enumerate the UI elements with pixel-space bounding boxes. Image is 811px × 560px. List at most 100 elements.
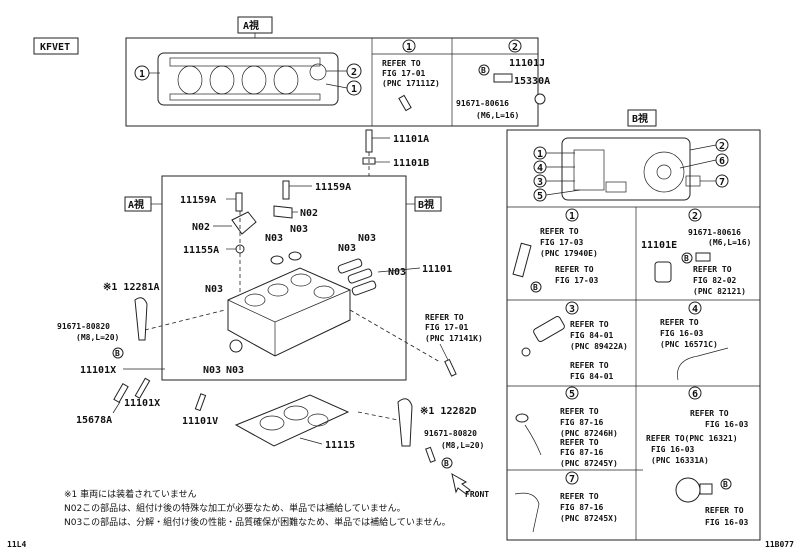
view-a-callout-1-right: 1 [325,80,362,96]
svg-text:REFER TO: REFER TO [570,320,609,329]
svg-text:(M8,L=20): (M8,L=20) [76,333,119,342]
svg-text:(M6,L=16): (M6,L=16) [476,111,519,120]
svg-text:(PNC 82121): (PNC 82121) [693,287,746,296]
label-11159A-right: 11159A [315,182,351,193]
svg-text:B: B [723,480,728,489]
label-11101X-a: 11101X [80,365,116,376]
svg-text:REFER TO: REFER TO [693,265,732,274]
view-b-detail-7: 7 REFER TO FIG 87-16 (PNC 87245X) [514,471,618,533]
view-b-detail-5: 5 REFER TO FIG 87-16 (PNC 87246H) REFER … [515,386,618,468]
svg-text:11101B: 11101B [393,158,429,169]
svg-text:(PNC 17141K): (PNC 17141K) [425,334,483,343]
view-b-detail-6: 6 REFER TO FIG 16-03 REFER TO(PNC 16321)… [646,386,749,527]
note-n02: N02この部品は、組付け後の特殊な加工が必要なため、単品では補給していません。 [64,502,406,514]
svg-text:91671-80616: 91671-80616 [456,99,509,108]
view-a-tag: A視 [243,19,259,32]
main-refer-17141K: REFER TO FIG 17-01 (PNC 17141K) [425,313,483,377]
view-b-panel: B視 1 4 3 5 2 6 7 [506,109,761,541]
view-b-detail-3: 3 REFER TO FIG 84-01 (PNC 89422A) REFER … [521,301,628,381]
svg-text:11101A: 11101A [393,134,429,145]
svg-text:11115: 11115 [325,440,355,451]
svg-text:FIG 17-01: FIG 17-01 [425,323,469,332]
svg-text:91671-80820: 91671-80820 [424,429,477,438]
svg-text:FIG 17-03: FIG 17-03 [540,238,584,247]
svg-text:REFER TO: REFER TO [555,265,594,274]
front-arrow: FRONT [451,473,489,499]
svg-text:REFER TO: REFER TO [560,438,599,447]
label-11101X-b: 11101X [124,398,160,409]
footer-right-code: 11B077 [765,540,794,549]
svg-text:B: B [115,349,120,358]
svg-text:B: B [684,254,689,263]
note-1: ※1 車両には装着されていません [64,488,197,500]
main-b-view-tag: B視 [418,198,434,211]
svg-text:(PNC 16571C): (PNC 16571C) [660,340,718,349]
label-N03-1: N03 [265,233,283,244]
svg-text:1: 1 [569,211,575,222]
svg-text:(M8,L=20): (M8,L=20) [441,441,484,450]
svg-text:(PNC 89422A): (PNC 89422A) [570,342,628,351]
label-N02-left: N02 [192,222,210,233]
svg-text:(PNC 87245X): (PNC 87245X) [560,514,618,523]
svg-text:FIG 16-03: FIG 16-03 [651,445,695,454]
label-N02-right: N02 [300,208,318,219]
svg-text:※1 12282D: ※1 12282D [420,406,477,417]
main-a-view-tag: A視 [128,198,144,211]
svg-text:91671-80616: 91671-80616 [688,228,741,237]
svg-text:FIG 84-01: FIG 84-01 [570,372,614,381]
svg-text:6: 6 [692,389,698,400]
view-b-detail-4: 4 REFER TO FIG 16-03 (PNC 16571C) [660,301,729,381]
label-N03-2: N03 [290,224,308,235]
svg-text:1: 1 [351,84,357,95]
svg-text:※1 12281A: ※1 12281A [103,282,160,293]
svg-text:(M6,L=16): (M6,L=16) [708,238,751,247]
label-11155A: 11155A [183,245,219,256]
label-11159A-left: 11159A [180,195,216,206]
svg-text:REFER TO: REFER TO [705,506,744,515]
label-N03-4: N03 [358,233,376,244]
svg-text:FIG 87-16: FIG 87-16 [560,503,604,512]
label-N03-7: N03 [203,365,221,376]
svg-text:11101J: 11101J [509,58,545,69]
svg-text:(PNC 17111Z): (PNC 17111Z) [382,79,440,88]
label-N03-6: N03 [205,284,223,295]
valve-springs [270,251,377,296]
view-a-detail-1: 1 REFER TO FIG 17-01 (PNC 17111Z) [382,39,440,112]
engine-code: KFVET [40,42,70,53]
svg-text:B: B [444,459,449,468]
main-exploded-view: A視 B視 11101A 11101B 11159A 11159A N02 N0… [57,129,489,499]
view-b-callouts: 1 4 3 5 2 6 7 [533,138,729,202]
svg-text:REFER TO(PNC 16321): REFER TO(PNC 16321) [646,434,738,443]
svg-text:(PNC 17940E): (PNC 17940E) [540,249,598,258]
svg-text:7: 7 [719,177,725,188]
svg-text:4: 4 [537,163,543,174]
svg-text:11101E: 11101E [641,240,677,251]
label-N03-3: N03 [338,243,356,254]
label-N03-5: N03 [388,267,406,278]
cylinder-head-top-view [157,52,339,106]
svg-text:REFER TO: REFER TO [560,407,599,416]
svg-text:FIG 82-02: FIG 82-02 [693,276,737,285]
svg-text:FIG 16-03: FIG 16-03 [705,420,749,429]
svg-text:REFER TO: REFER TO [382,59,421,68]
footnotes: ※1 車両には装着されていません N02この部品は、組付け後の特殊な加工が必要な… [64,488,451,528]
engine-code-box: KFVET [33,37,79,55]
view-b-tag: B視 [632,112,648,125]
svg-text:B: B [533,283,538,292]
svg-text:2: 2 [692,211,698,222]
svg-text:2: 2 [351,67,357,78]
svg-text:REFER TO: REFER TO [540,227,579,236]
svg-text:1: 1 [537,149,543,160]
svg-text:15330A: 15330A [514,76,550,87]
svg-text:7: 7 [569,474,575,485]
svg-text:REFER TO: REFER TO [690,409,729,418]
svg-text:FIG 16-03: FIG 16-03 [705,518,749,527]
gasket-11115: 11115 [234,394,355,451]
bracket-12282D: ※1 12282D [357,398,477,447]
label-11101V: 11101V [182,416,218,427]
footer-left-code: 11L4 [7,540,26,549]
svg-text:5: 5 [569,389,575,400]
note-n03: N03この部品は、分解・組付け後の性能・品質確保が困難なため、単品では補給してい… [64,516,451,528]
svg-text:3: 3 [537,177,543,188]
